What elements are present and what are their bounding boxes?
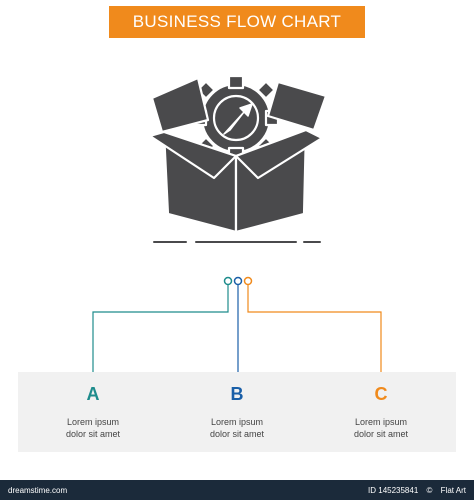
chart-title: BUSINESS FLOW CHART bbox=[132, 12, 342, 31]
footer-credit: ID 145235841 © Flat Art bbox=[362, 486, 466, 495]
footer-logo: dreamstime.com bbox=[8, 485, 68, 495]
step-text-c: Lorem ipsum dolor sit amet bbox=[306, 416, 456, 440]
node-dot-orange bbox=[243, 276, 253, 286]
step-text-line1: Lorem ipsum bbox=[210, 417, 264, 427]
copyright-symbol: © bbox=[426, 485, 433, 495]
title-banner: BUSINESS FLOW CHART bbox=[109, 6, 365, 38]
step-text-line1: Lorem ipsum bbox=[66, 417, 120, 427]
step-panel-b bbox=[158, 372, 316, 452]
arrow-icon bbox=[223, 103, 253, 135]
step-text-line2: dolor sit amet bbox=[353, 429, 409, 439]
node-dot-teal bbox=[223, 276, 233, 286]
step-text-line2: dolor sit amet bbox=[209, 429, 265, 439]
step-panel-c bbox=[298, 372, 456, 452]
node-dot-blue bbox=[233, 276, 243, 286]
box-with-gear-arrow-icon bbox=[148, 74, 328, 243]
step-text-line1: Lorem ipsum bbox=[354, 417, 408, 427]
step-letter-c: C bbox=[374, 384, 388, 404]
step-text-line2: dolor sit amet bbox=[65, 429, 121, 439]
footer-bar: dreamstime.com ID 145235841 © Flat Art bbox=[0, 480, 474, 500]
image-id: ID 145235841 bbox=[368, 485, 419, 495]
step-panel-a bbox=[18, 372, 176, 452]
connector-lines bbox=[92, 276, 382, 372]
step-letter-b: B bbox=[230, 384, 244, 404]
step-text-b: Lorem ipsum dolor sit amet bbox=[162, 416, 312, 440]
step-text-a: Lorem ipsum dolor sit amet bbox=[18, 416, 168, 440]
author-name: Flat Art bbox=[440, 485, 466, 495]
step-letter-a: A bbox=[86, 384, 100, 404]
